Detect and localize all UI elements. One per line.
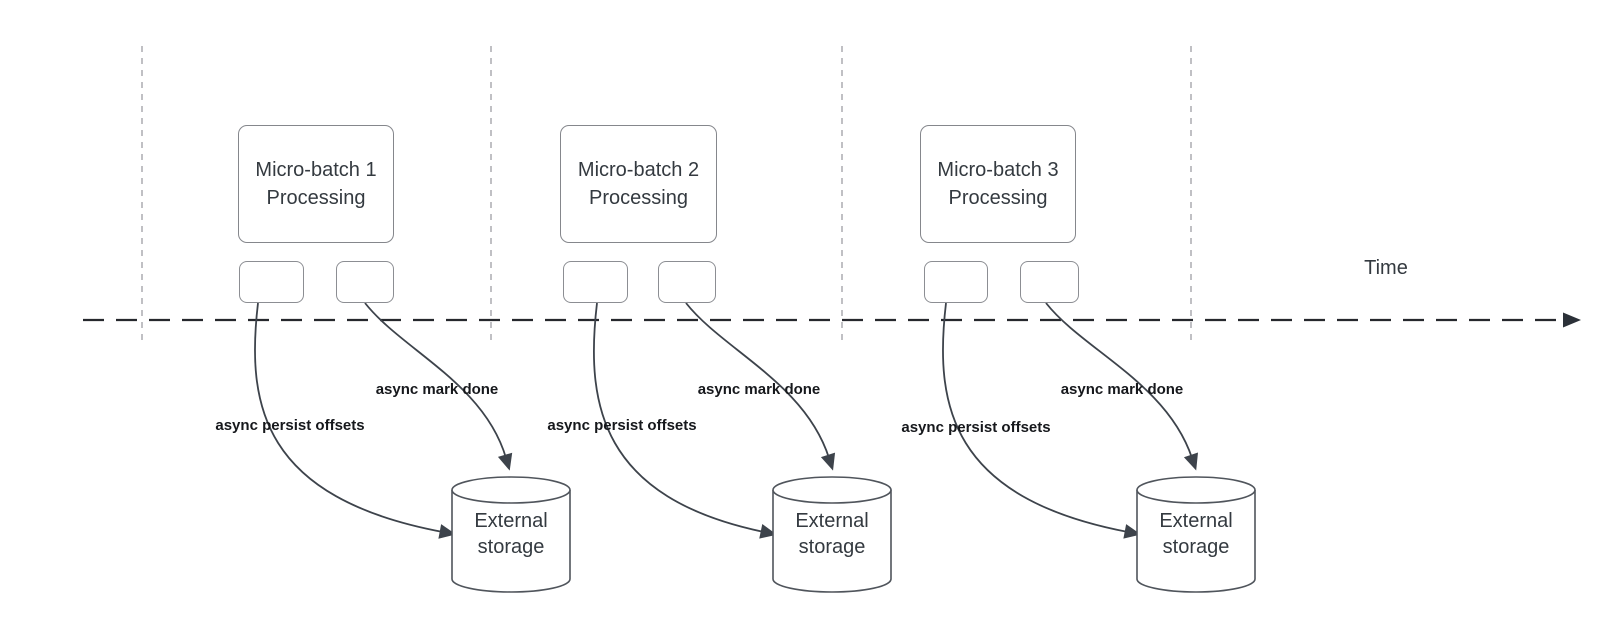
mark-done-task-box-1: [336, 261, 394, 303]
external-storage-cylinder-top-1: [451, 476, 571, 504]
mark-done-label-1: async mark done: [375, 381, 499, 398]
mark-done-arrow-1: [364, 302, 513, 471]
persist-offsets-label-3: async persist offsets: [901, 419, 1051, 436]
persist-offsets-arrow-2: [592, 302, 777, 539]
external-storage-cylinder-body-3: [1136, 490, 1256, 593]
external-storage-label-2: External storage: [795, 510, 869, 558]
external-storage-label-3: External storage: [1159, 510, 1233, 558]
persist-offsets-arrow-1: [254, 302, 456, 539]
time-label: Time: [1364, 257, 1408, 279]
external-storage-cylinder-top-3: [1136, 476, 1256, 504]
micro-batch-3-title: Micro-batch 3 Processing: [937, 159, 1059, 209]
mark-done-arrow-2: [685, 302, 836, 471]
persist-offsets-label-2: async persist offsets: [547, 417, 697, 434]
external-storage-cylinder-body-1: [451, 490, 571, 593]
timeline-guides: [141, 46, 1192, 340]
mark-done-task-box-3: [1020, 261, 1079, 303]
external-storage-cylinder-body-2: [772, 490, 892, 593]
external-storage-cylinder-top-2: [772, 476, 892, 504]
mark-done-task-box-2: [658, 261, 716, 303]
micro-batch-2-processing-box: Micro-batch 2 Processing: [560, 125, 717, 243]
time-axis-arrowhead-icon: [1563, 312, 1581, 328]
micro-batch-3-processing-box: Micro-batch 3 Processing: [920, 125, 1076, 243]
micro-batch-2-title: Micro-batch 2 Processing: [577, 159, 700, 209]
persist-offsets-arrow-3: [942, 302, 1141, 539]
mark-done-arrow-3: [1045, 302, 1198, 471]
persist-offsets-task-box-2: [563, 261, 628, 303]
persist-offsets-task-box-3: [924, 261, 988, 303]
storage-cylinders: [451, 476, 1256, 593]
async-arrows: [254, 302, 1198, 539]
external-storage-label-1: External storage: [474, 510, 548, 558]
persist-offsets-task-box-1: [239, 261, 304, 303]
micro-batch-1-title: Micro-batch 1 Processing: [255, 159, 377, 209]
mark-done-label-2: async mark done: [697, 381, 821, 398]
micro-batch-1-processing-box: Micro-batch 1 Processing: [238, 125, 394, 243]
mark-done-label-3: async mark done: [1060, 381, 1184, 398]
persist-offsets-label-1: async persist offsets: [215, 417, 365, 434]
